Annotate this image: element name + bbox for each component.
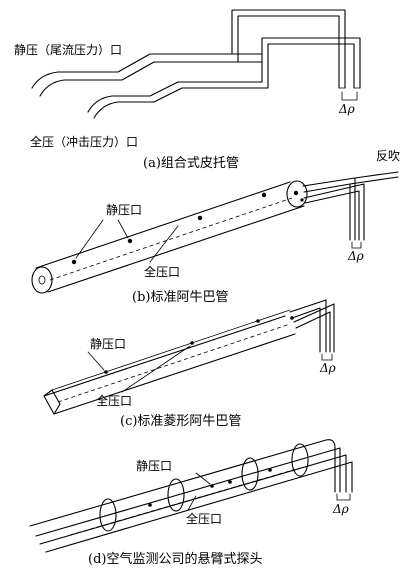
caption-c: (c)标准菱形阿牛巴管 [120,414,242,429]
delta-p-bracket-c [321,353,333,361]
diamond-annubar-tube-c [43,299,335,415]
total-port-label-a: 全压（冲击压力）口 [30,135,139,149]
static-port-label-b: 静压口 [106,203,143,217]
delta-p-bracket-d [336,493,351,501]
leader-lines-b [75,219,179,263]
annubar-tube-b [31,171,399,294]
delta-p-bracket-a [341,91,358,101]
total-port-label-b: 全压口 [144,265,181,279]
total-port-label-c: 全压口 [96,394,133,408]
delta-p-label-b: Δρ [348,249,364,263]
delta-p-label-a: Δρ [339,102,355,116]
delta-p-bracket-b [351,241,362,249]
backblow-label-b: 反吹 [376,149,401,163]
static-port-label-a: 静压（尾流压力）口 [14,43,123,57]
static-port-label-d: 静压口 [136,459,173,473]
static-port-label-c: 静压口 [90,337,127,351]
leader-lines-d [187,472,211,511]
caption-b: (b)标准阿牛巴管 [132,290,229,305]
leader-lines-c [87,345,191,393]
delta-p-label-d: Δρ [333,502,349,516]
cantilever-probe-d [29,439,353,553]
caption-d: (d)空气监测公司的悬臂式探头 [88,552,263,567]
pitot-tube-assembly-a [31,9,361,119]
delta-p-label-c: Δρ [320,361,336,375]
total-port-label-d: 全压口 [186,512,223,526]
caption-a: (a)组合式皮托管 [143,156,239,171]
